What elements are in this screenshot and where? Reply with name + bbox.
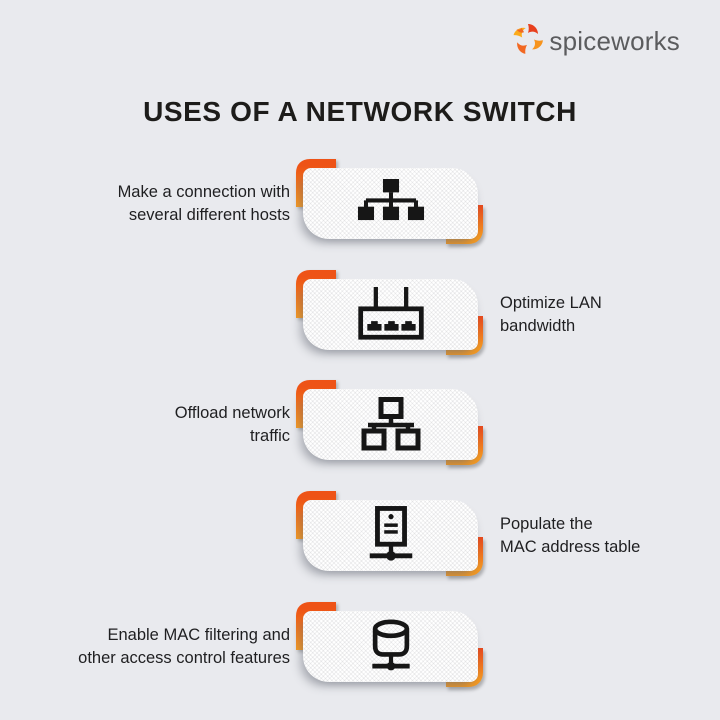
label-line: traffic (249, 426, 290, 445)
card-surface (303, 611, 478, 682)
label-line: Populate the (500, 514, 593, 533)
page-title: USES OF A NETWORK SWITCH (143, 96, 577, 127)
server-mac-table-icon (369, 505, 412, 561)
item-card (296, 602, 483, 687)
lan-router-icon (357, 287, 424, 340)
item-label: Populate the MAC address table (500, 500, 715, 571)
label-line: Offload network (174, 403, 290, 422)
card-surface (303, 389, 478, 460)
card-surface (303, 168, 478, 239)
spiceworks-logo: spiceworks (512, 22, 680, 60)
corner-bracket-top-left (296, 159, 336, 207)
item-label: Enable MAC filtering and other access co… (10, 611, 290, 682)
spiceworks-swirl-icon (513, 24, 544, 54)
item-card (296, 380, 483, 465)
label-line: bandwidth (500, 316, 576, 335)
label-line: Make a connection with (117, 182, 290, 201)
item-label: Offload network traffic (10, 389, 290, 460)
item-label: Optimize LAN bandwidth (500, 279, 715, 350)
label-line: MAC address table (500, 537, 641, 556)
label-line: Optimize LAN (500, 293, 602, 312)
corner-bracket-top-left (296, 380, 336, 428)
corner-bracket-top-left (296, 491, 336, 539)
corner-bracket-top-left (296, 602, 336, 650)
corner-bracket-top-left (296, 270, 336, 318)
item-card (296, 159, 483, 244)
logo-wordmark: spiceworks (549, 25, 680, 56)
item-card (296, 491, 483, 576)
network-hosts-icon (357, 178, 424, 220)
card-surface (303, 279, 478, 350)
label-line: several different hosts (128, 205, 290, 224)
network-traffic-icon (361, 396, 420, 450)
item-label: Make a connection with several different… (10, 168, 290, 239)
database-filter-icon (371, 618, 410, 670)
label-line: Enable MAC filtering and (107, 625, 290, 644)
item-card (296, 270, 483, 355)
card-surface (303, 500, 478, 571)
label-line: other access control features (78, 648, 290, 667)
